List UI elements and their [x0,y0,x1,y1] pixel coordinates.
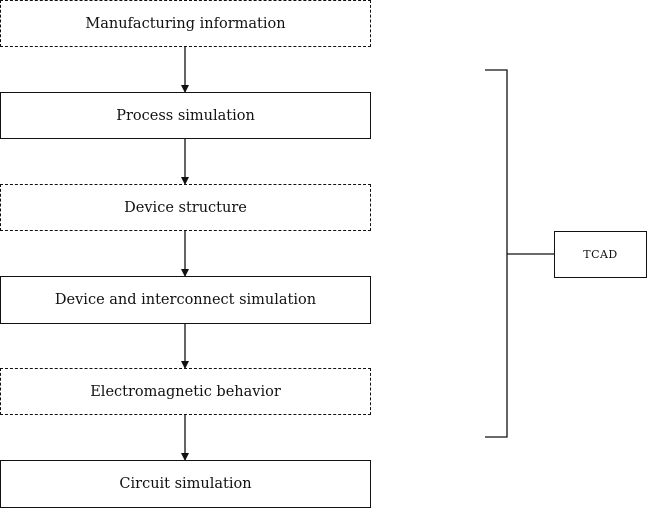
tcad-bracket [485,69,508,438]
process-simulation-label: Process simulation [116,107,255,124]
manufacturing-information-box: Manufacturing information [0,0,371,47]
circuit-simulation-label: Circuit simulation [119,476,252,492]
device-interconnect-simulation-box: Device and interconnect simulation [0,276,371,324]
manufacturing-information-label: Manufacturing information [85,15,286,32]
device-structure-box: Device structure [0,184,371,231]
device-interconnect-simulation-label: Device and interconnect simulation [54,292,317,308]
process-simulation-box: Process simulation [0,92,371,139]
electromagnetic-behavior-box: Electromagnetic behavior [0,368,371,415]
circuit-simulation-box: Circuit simulation [0,460,371,508]
electromagnetic-behavior-label: Electromagnetic behavior [90,383,281,400]
device-structure-label: Device structure [124,199,247,216]
tcad-box: TCAD [554,231,647,278]
tcad-label: TCAD [583,248,618,261]
